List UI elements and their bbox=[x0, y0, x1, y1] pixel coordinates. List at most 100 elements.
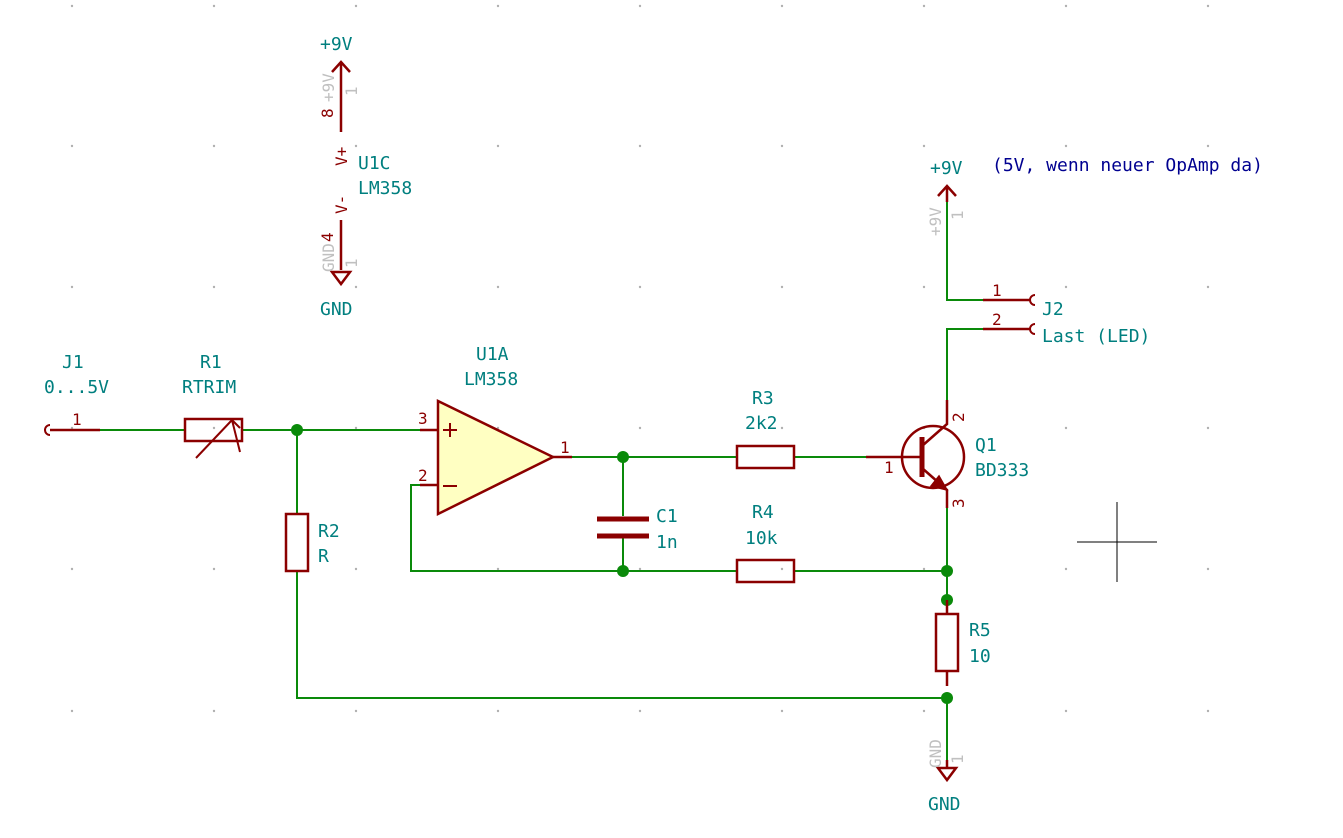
opamp-u1a[interactable]: 3 2 1 U1A LM358 bbox=[418, 344, 572, 517]
grid-dot bbox=[638, 426, 642, 430]
hidden-gnd-pin-name: GND bbox=[319, 243, 338, 272]
q1-pin-b: 1 bbox=[884, 458, 894, 477]
grid-dot bbox=[496, 144, 500, 148]
right-supply[interactable]: +9V (5V, wenn neuer OpAmp da) +9V 1 bbox=[926, 155, 1263, 236]
grid-dot bbox=[1206, 567, 1210, 571]
resistor-r3[interactable]: R3 2k2 bbox=[735, 388, 796, 470]
resistor-body bbox=[735, 558, 796, 584]
right-vcc-label: +9V bbox=[930, 158, 963, 179]
hidden-pin-num: 1 bbox=[948, 754, 967, 764]
grid-dot bbox=[70, 144, 74, 148]
grid-dot bbox=[70, 285, 74, 289]
u1c-value: LM358 bbox=[358, 178, 412, 199]
c1-value: 1n bbox=[656, 532, 678, 553]
resistor-r2[interactable]: R2 R bbox=[284, 512, 340, 573]
supply-note: (5V, wenn neuer OpAmp da) bbox=[992, 155, 1263, 176]
resistor-body bbox=[183, 417, 244, 443]
connector-j2[interactable]: 1 2 J2 Last (LED) bbox=[983, 281, 1150, 347]
j1-ref: J1 bbox=[62, 352, 84, 373]
grid-dot bbox=[212, 426, 216, 430]
u1c-ref: U1C bbox=[358, 153, 391, 174]
grid-dot bbox=[212, 567, 216, 571]
grid-dot bbox=[354, 285, 358, 289]
r1-ref: R1 bbox=[200, 352, 222, 373]
grid-dot bbox=[638, 567, 642, 571]
grid-dot bbox=[354, 567, 358, 571]
junction-dot bbox=[617, 565, 629, 577]
connector-j1[interactable]: 1 J1 0...5V bbox=[44, 352, 109, 436]
grid-dot bbox=[70, 4, 74, 8]
grid-dot bbox=[1206, 4, 1210, 8]
u1a-pin2: 2 bbox=[418, 466, 428, 485]
j2-ref: J2 bbox=[1042, 299, 1064, 320]
gnd-symbol-icon bbox=[329, 270, 353, 287]
resistor-r1[interactable]: R1 RTRIM bbox=[182, 352, 244, 459]
r4-ref: R4 bbox=[752, 502, 774, 523]
grid-dot bbox=[922, 4, 926, 8]
grid-dot bbox=[1206, 144, 1210, 148]
q1-ref: Q1 bbox=[975, 435, 997, 456]
j1-value: 0...5V bbox=[44, 377, 109, 398]
resistor-body bbox=[934, 612, 960, 673]
resistor-r4[interactable]: R4 10k bbox=[735, 502, 796, 584]
hidden-vcc-pin-name: +9V bbox=[319, 73, 338, 102]
u1a-value: LM358 bbox=[464, 369, 518, 390]
grid-dot bbox=[922, 567, 926, 571]
r2-ref: R2 bbox=[318, 521, 340, 542]
wires bbox=[88, 202, 983, 760]
j2-value: Last (LED) bbox=[1042, 326, 1150, 347]
u1a-pin1: 1 bbox=[560, 438, 570, 457]
bottom-gnd[interactable]: GND 1 GND bbox=[926, 739, 967, 815]
grid-dot bbox=[354, 426, 358, 430]
grid-dot bbox=[1064, 285, 1068, 289]
transistor-q1[interactable]: 1 2 3 Q1 BD333 bbox=[866, 400, 1029, 508]
plus-icon bbox=[443, 423, 457, 437]
grid-dot bbox=[780, 426, 784, 430]
grid-dot bbox=[638, 144, 642, 148]
j1-pin-num: 1 bbox=[72, 410, 82, 429]
hidden-pin-num: 1 bbox=[948, 210, 967, 220]
grid-dot bbox=[780, 4, 784, 8]
r4-value: 10k bbox=[745, 528, 778, 549]
resistor-r5[interactable]: R5 10 bbox=[934, 600, 991, 686]
grid-dot bbox=[212, 285, 216, 289]
hidden-pin-num: 1 bbox=[342, 86, 361, 96]
grid-dot bbox=[1064, 567, 1068, 571]
hidden-gnd-pin-name: GND bbox=[926, 739, 945, 768]
u1a-ref: U1A bbox=[476, 344, 509, 365]
grid-dot bbox=[1064, 426, 1068, 430]
crosshair-cursor-icon bbox=[1077, 502, 1157, 582]
junction-dot bbox=[617, 451, 629, 463]
connector-pin-icon bbox=[44, 424, 51, 436]
r3-ref: R3 bbox=[752, 388, 774, 409]
q1-value: BD333 bbox=[975, 460, 1029, 481]
grid-dot bbox=[780, 567, 784, 571]
connector-pin-icon bbox=[1029, 294, 1036, 306]
grid-dot bbox=[1064, 144, 1068, 148]
c1-ref: C1 bbox=[656, 506, 678, 527]
u1c-vminus-name: V- bbox=[332, 195, 351, 214]
u1c-gnd-label: GND bbox=[320, 299, 353, 320]
q1-pin-e: 3 bbox=[949, 498, 968, 508]
grid-dot bbox=[212, 144, 216, 148]
opamp-triangle-icon bbox=[436, 399, 556, 517]
grid-dot bbox=[922, 144, 926, 148]
capacitor-c1[interactable]: C1 1n bbox=[597, 506, 678, 553]
r5-value: 10 bbox=[969, 646, 991, 667]
vcc-arrow-icon bbox=[331, 60, 351, 78]
q1-collector-lead bbox=[921, 400, 949, 447]
grid-dot bbox=[638, 4, 642, 8]
grid-dot bbox=[70, 426, 74, 430]
gnd-symbol-icon bbox=[935, 766, 959, 783]
u1c-vcc-label: +9V bbox=[320, 34, 353, 55]
q1-pin-c: 2 bbox=[949, 412, 968, 422]
junction-dot bbox=[291, 424, 303, 436]
u1c-power-unit[interactable]: +9V 8 +9V 1 V+ V- 4 GND 1 U1C LM358 GND bbox=[318, 34, 412, 320]
u1c-vplus-name: V+ bbox=[332, 147, 351, 166]
u1c-pin8: 8 bbox=[318, 108, 337, 118]
emitter-arrow-icon bbox=[929, 474, 949, 492]
r2-value: R bbox=[318, 546, 329, 567]
grid-dot bbox=[780, 709, 784, 713]
grid-dot bbox=[780, 144, 784, 148]
